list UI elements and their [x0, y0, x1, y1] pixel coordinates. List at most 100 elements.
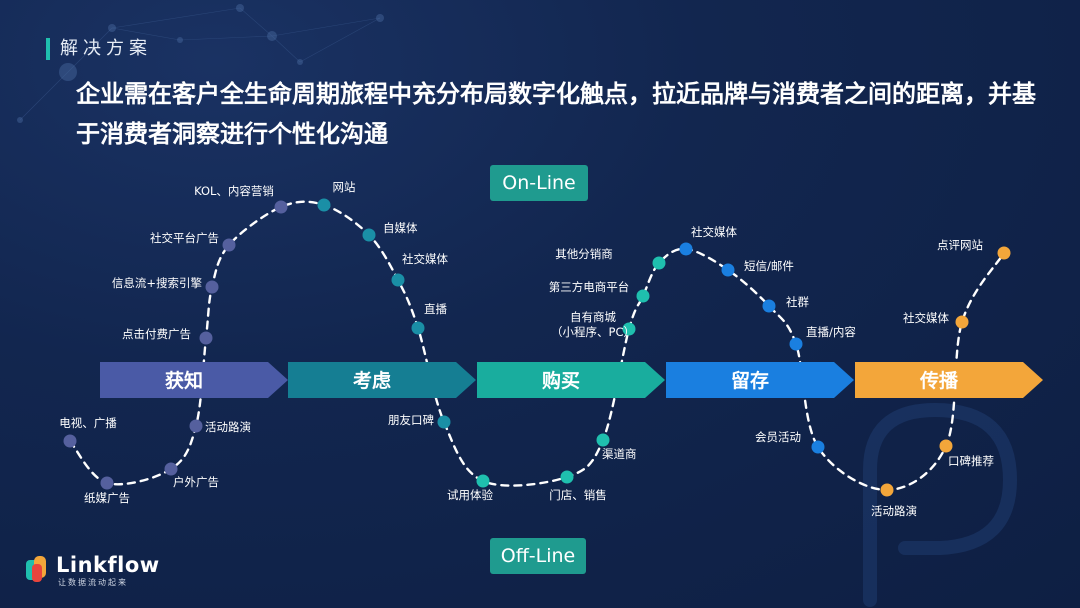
stage-arrow-1 [288, 362, 476, 398]
touchpoint-dot [63, 434, 77, 448]
network-node [177, 37, 183, 43]
touchpoint-label: 口碑推荐 [948, 454, 994, 468]
touchpoint-label: 社交媒体 [691, 225, 737, 239]
touchpoint-label: 朋友口碑 [388, 413, 434, 427]
touchpoint-dot [955, 315, 969, 329]
touchpoint-label: 门店、销售 [549, 488, 607, 502]
stage-label-1: 考虑 [353, 369, 391, 392]
touchpoint-label: 信息流+搜索引擎 [112, 276, 203, 290]
touchpoint-dot [199, 331, 213, 345]
stage-arrows: 获知 考虑 购买 留存 传播 [100, 362, 1043, 398]
touchpoint-dot [391, 273, 405, 287]
network-link [19, 71, 69, 121]
touchpoint-labels: 电视、广播纸媒广告户外广告活动路演点击付费广告信息流+搜索引擎社交平台广告KOL… [59, 180, 994, 518]
touchpoint-dot [811, 440, 825, 454]
touchpoint-label: 电视、广播 [59, 416, 117, 430]
touchpoint-dot [437, 415, 451, 429]
touchpoint-dot [721, 263, 735, 277]
touchpoint-label: 试用体验 [447, 488, 493, 502]
touchpoint-dot [880, 483, 894, 497]
network-link [239, 7, 273, 37]
touchpoint-label: 户外广告 [173, 475, 219, 489]
stage-label-3: 留存 [731, 369, 769, 392]
touchpoint-dot [789, 337, 803, 351]
section-label: 解决方案 [60, 38, 152, 59]
touchpoint-label: 短信/邮件 [744, 259, 794, 273]
brand-tagline: 让数据流动起来 [58, 578, 128, 587]
touchpoint-dot [762, 299, 776, 313]
touchpoint-dot [222, 238, 236, 252]
headline: 企业需在客户全生命周期旅程中充分布局数字化触点，拉近品牌与消费者之间的距离，并基… [76, 80, 1036, 148]
touchpoint-dot [997, 246, 1011, 260]
stage-arrow-0 [100, 362, 288, 398]
stage-label-0: 获知 [165, 369, 203, 392]
touchpoint-label: 自有商城（小程序、PC） [551, 310, 635, 339]
decorative-outline [863, 402, 1018, 607]
touchpoint-label: 纸媒广告 [84, 491, 130, 505]
touchpoint-dot [679, 242, 693, 256]
touchpoint-dot [622, 322, 636, 336]
touchpoint-label: 自媒体 [383, 221, 418, 235]
linkflow-logo-icon [26, 556, 46, 582]
touchpoint-dot [476, 474, 490, 488]
touchpoint-label: 其他分销商 [555, 247, 613, 261]
touchpoint-dot [362, 228, 376, 242]
brand-name: Linkflow [56, 553, 160, 577]
touchpoint-dot [189, 419, 203, 433]
touchpoint-dot [596, 433, 610, 447]
touchpoint-label: 会员活动 [755, 430, 801, 444]
touchpoint-label: 社交媒体 [402, 252, 448, 266]
touchpoint-label: 点击付费广告 [122, 327, 191, 341]
touchpoint-dots [63, 198, 1011, 497]
network-link [111, 7, 241, 29]
offline-label: Off-Line [490, 538, 586, 574]
touchpoint-label: 直播 [424, 302, 447, 316]
stage-arrow-2 [477, 362, 665, 398]
network-node [17, 117, 23, 123]
network-node [376, 14, 384, 22]
online-label: On-Line [490, 165, 588, 201]
stage-label-4: 传播 [919, 369, 959, 392]
background-network [17, 4, 1018, 607]
stage-label-2: 购买 [542, 369, 580, 392]
network-node [108, 24, 116, 32]
network-node [267, 31, 277, 41]
touchpoint-dot [164, 462, 178, 476]
network-link [271, 17, 381, 37]
network-link [271, 35, 301, 63]
touchpoint-label: 第三方电商平台 [549, 280, 630, 294]
network-node [236, 4, 244, 12]
stage-arrow-4 [855, 362, 1043, 398]
touchpoint-dot [100, 476, 114, 490]
network-node [297, 59, 303, 65]
touchpoint-dot [560, 470, 574, 484]
network-link [67, 27, 113, 73]
touchpoint-dot [411, 321, 425, 335]
stage-arrow-3 [666, 362, 854, 398]
touchpoint-label: 直播/内容 [806, 325, 856, 339]
touchpoint-label: 社群 [786, 295, 809, 309]
network-link [179, 35, 273, 41]
touchpoint-label: 渠道商 [602, 447, 637, 461]
touchpoint-label: 社交媒体 [903, 311, 949, 325]
touchpoint-dot [939, 439, 953, 453]
network-node [59, 63, 77, 81]
journey-curve [68, 200, 1006, 492]
network-link [111, 27, 181, 41]
network-link [299, 17, 381, 63]
touchpoint-label: 活动路演 [205, 420, 251, 434]
touchpoint-label: 社交平台广告 [150, 231, 219, 245]
section-accent-bar [46, 38, 50, 60]
touchpoint-label: 网站 [333, 180, 356, 194]
touchpoint-label: KOL、内容营销 [194, 184, 274, 198]
touchpoint-label: 活动路演 [871, 504, 917, 518]
journey-curve-layer [68, 200, 1006, 492]
touchpoint-dot [652, 256, 666, 270]
touchpoint-dot [317, 198, 331, 212]
touchpoint-dot [274, 200, 288, 214]
touchpoint-dot [205, 280, 219, 294]
touchpoint-dot [636, 289, 650, 303]
touchpoint-label: 点评网站 [937, 238, 983, 252]
